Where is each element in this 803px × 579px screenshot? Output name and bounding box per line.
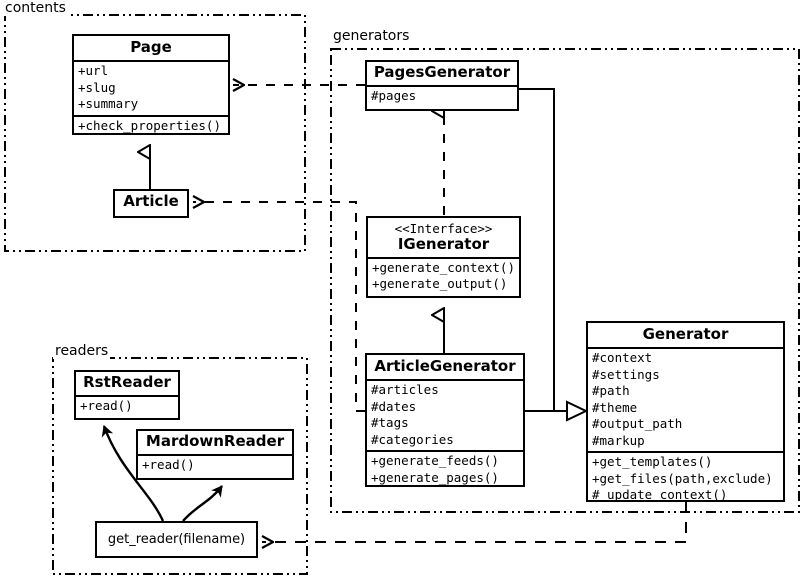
relationship-articlegenerator-extends-generator xyxy=(525,400,589,422)
class-attribute: #categories xyxy=(371,431,454,447)
class-header-igenerator: <<Interface>> IGenerator xyxy=(368,218,519,257)
package-label-contents: contents xyxy=(3,0,68,16)
class-attribute: #dates xyxy=(371,398,417,414)
class-attribute: #context xyxy=(592,350,653,366)
class-box-pagesgenerator[interactable]: PagesGenerator #pages xyxy=(365,60,519,111)
class-stereotype-igenerator: <<Interface>> xyxy=(394,221,493,236)
class-box-article[interactable]: Article xyxy=(113,189,189,218)
class-name-articlegenerator: ArticleGenerator xyxy=(374,357,516,375)
class-operation: +generate_context() xyxy=(372,259,515,275)
class-attributes-page: +url +slug +summary xyxy=(74,60,228,115)
class-attribute: +slug xyxy=(78,79,116,95)
class-attributes-pagesgenerator: #pages xyxy=(367,85,517,107)
class-box-page[interactable]: Page +url +slug +summary +check_properti… xyxy=(72,34,230,135)
class-operation: +generate_output() xyxy=(372,276,508,292)
relationship-articlegenerator-uses-article xyxy=(193,202,365,412)
class-operation: +generate_feeds() xyxy=(371,453,499,469)
class-box-generator[interactable]: Generator #context #settings #path #them… xyxy=(586,321,785,502)
class-name-page: Page xyxy=(130,38,172,56)
class-operations-generator: +get_templates() +get_files(path,exclude… xyxy=(588,451,783,506)
relationship-generator-uses-get_reader xyxy=(262,502,687,542)
class-operation: +get_files(path,exclude) xyxy=(592,470,773,486)
class-name-mardownreader: MardownReader xyxy=(145,432,285,450)
class-box-rstreader[interactable]: RstReader +read() xyxy=(74,370,180,420)
function-box-get-reader[interactable]: get_reader(filename) xyxy=(95,521,258,558)
class-attribute: #path xyxy=(592,383,630,399)
package-label-readers: readers xyxy=(53,343,111,359)
class-operation: #_update_context() xyxy=(592,487,728,503)
function-label-get-reader: get_reader(filename) xyxy=(107,532,246,547)
class-name-pagesgenerator: PagesGenerator xyxy=(373,63,511,81)
class-name-rstreader: RstReader xyxy=(83,373,171,391)
class-operations-articlegenerator: +generate_feeds() +generate_pages() xyxy=(367,450,523,488)
class-attributes-articlegenerator: #articles #dates #tags #categories xyxy=(367,379,523,450)
class-attribute: #articles xyxy=(371,382,439,398)
class-box-igenerator[interactable]: <<Interface>> IGenerator +generate_conte… xyxy=(366,216,521,298)
class-attribute: +url xyxy=(78,63,109,79)
class-box-articlegenerator[interactable]: ArticleGenerator #articles #dates #tags … xyxy=(365,353,525,487)
class-attribute: #markup xyxy=(592,432,645,448)
class-attributes-generator: #context #settings #path #theme #output_… xyxy=(588,347,783,451)
class-attribute: #output_path xyxy=(592,416,683,432)
class-name-igenerator: IGenerator xyxy=(397,235,490,254)
relationship-get_reader-returns-mardownreader xyxy=(182,485,223,522)
class-operations-mardownreader: +read() xyxy=(138,454,292,476)
class-operation: +read() xyxy=(80,398,133,414)
class-operations-page: +check_properties() xyxy=(74,114,228,137)
class-operations-igenerator: +generate_context() +generate_output() xyxy=(368,256,519,295)
class-operation: +generate_pages() xyxy=(371,469,499,485)
class-operation: +read() xyxy=(142,457,195,473)
class-name-article: Article xyxy=(123,192,179,210)
class-operation: +get_templates() xyxy=(592,454,713,470)
class-box-mardownreader[interactable]: MardownReader +read() xyxy=(136,429,294,480)
package-label-generators: generators xyxy=(331,28,412,44)
class-attribute: #theme xyxy=(592,399,638,415)
class-attribute: #tags xyxy=(371,415,409,431)
class-name-generator: Generator xyxy=(642,325,729,343)
class-operation: +check_properties() xyxy=(78,117,221,133)
class-operations-rstreader: +read() xyxy=(76,395,178,417)
class-attribute: #pages xyxy=(371,88,417,104)
class-attribute: +summary xyxy=(78,96,139,112)
class-attribute: #settings xyxy=(592,366,660,382)
